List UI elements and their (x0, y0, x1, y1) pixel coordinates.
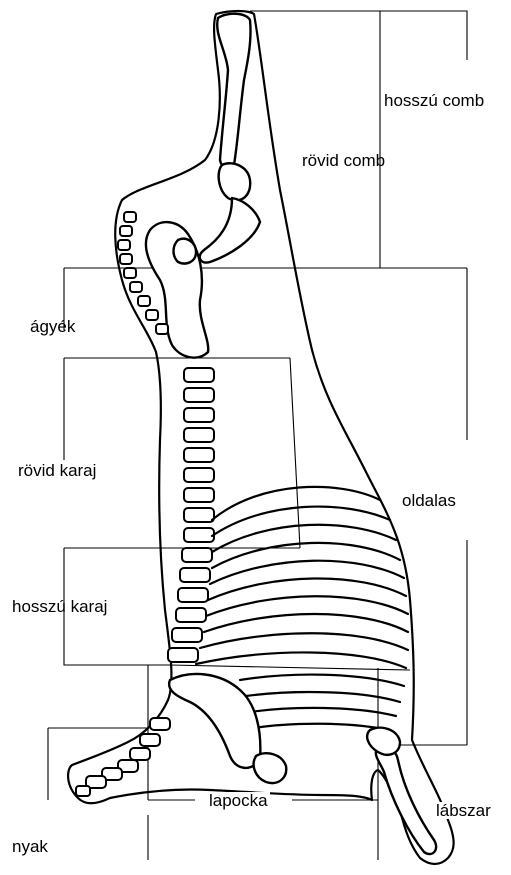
label-oldalas: oldalas (400, 492, 458, 509)
spine-vertebrae (168, 368, 214, 662)
label-rovid-comb: rövid comb (302, 152, 385, 169)
tibia-bone (200, 198, 260, 263)
division-line-hosszu-comb (250, 11, 467, 60)
scapula-bone (169, 674, 260, 768)
humerus-bone (254, 753, 287, 783)
division-line-chest (170, 665, 410, 670)
elbow-bone (367, 728, 400, 755)
label-labszar: lábszar (434, 802, 493, 819)
femur-bone (217, 14, 250, 169)
hip-joint (174, 239, 197, 264)
knee-bone (219, 163, 251, 200)
label-hosszu-karaj: hosszú karaj (12, 598, 107, 615)
leg-bones (146, 14, 260, 358)
label-lapocka: lapocka (207, 792, 270, 809)
label-hosszu-comb: hosszú comb (384, 92, 484, 109)
label-agyek: ágyék (30, 318, 75, 335)
label-rovid-karaj: rövid karaj (18, 462, 96, 479)
label-nyak: nyak (12, 838, 48, 855)
front-leg-bone (376, 747, 436, 854)
division-line-spine-split (290, 358, 300, 548)
division-line-rovid-comb (250, 11, 380, 268)
